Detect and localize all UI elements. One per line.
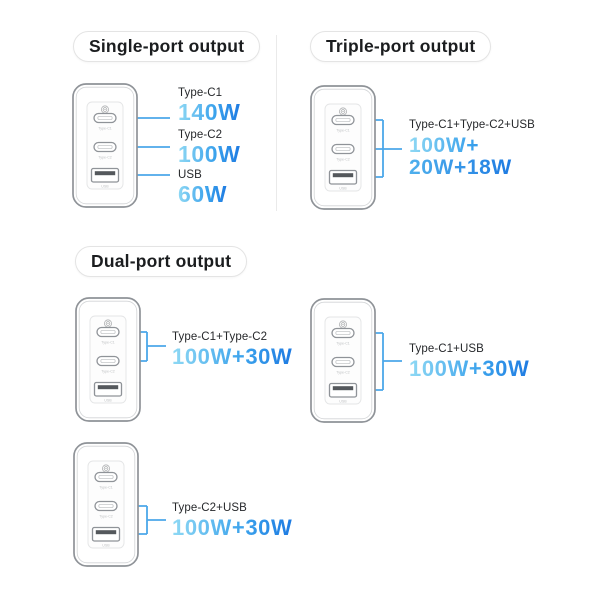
single-port-watt-usb: 60W: [178, 181, 228, 207]
triple-port-watt: 100W+ 20W+18W: [409, 135, 512, 179]
type-c1-port-label: Type-C1: [99, 486, 113, 490]
type-c1-port: [93, 112, 117, 124]
type-c1-port: [94, 471, 118, 483]
single-port-watt-c2: 100W: [178, 141, 241, 167]
type-c1-port-label: Type-C1: [101, 341, 115, 345]
charger-illustration-dual-c1usb: Type-C1 Type-C2 USB: [310, 298, 376, 423]
dual-port-watt-c1usb: 100W+30W: [409, 356, 530, 381]
charger-illustration-single: Type-C1 Type-C2 USB: [72, 83, 138, 208]
type-c1-port: [331, 114, 355, 126]
usb-a-port: [328, 382, 358, 398]
type-c2-port-label: Type-C2: [336, 371, 350, 375]
section-title-single-port: Single-port output: [73, 31, 261, 62]
charger-illustration-dual-c1c2: Type-C1 Type-C2 USB: [75, 297, 141, 422]
triple-port-watt-line1: 100W+: [409, 135, 512, 157]
type-c1-port-label: Type-C1: [336, 129, 350, 133]
type-c2-port-label: Type-C2: [99, 515, 113, 519]
usb-a-port: [90, 167, 120, 183]
section-title-triple-port: Triple-port output: [310, 31, 492, 62]
type-c2-port: [93, 141, 117, 153]
type-c2-port-label: Type-C2: [336, 158, 350, 162]
usb-a-port: [328, 169, 358, 185]
dual-port-watt-c1c2: 100W+30W: [172, 344, 293, 369]
dual-port-watt-c2usb: 100W+30W: [172, 515, 293, 540]
triple-port-combo-label: Type-C1+Type-C2+USB: [409, 119, 535, 131]
usb-port-label: USB: [339, 187, 347, 191]
type-c2-port: [96, 355, 120, 367]
type-c2-port-label: Type-C2: [101, 370, 115, 374]
type-c2-port-label: Type-C2: [98, 156, 112, 160]
dual-port-combo-label-c1usb: Type-C1+USB: [409, 343, 484, 355]
dual-port-combo-label-c2usb: Type-C2+USB: [172, 502, 247, 514]
usb-port-label: USB: [339, 400, 347, 404]
charger-illustration-dual-c2usb: Type-C1 Type-C2 USB: [73, 442, 139, 567]
usb-port-label: USB: [102, 544, 110, 548]
triple-port-watt-line2: 20W+18W: [409, 156, 512, 179]
type-c1-port: [331, 327, 355, 339]
section-divider: [276, 35, 277, 211]
usb-port-label: USB: [101, 185, 109, 189]
usb-a-port: [93, 381, 123, 397]
usb-a-port: [91, 526, 121, 542]
type-c1-port-label: Type-C1: [336, 342, 350, 346]
type-c2-port: [331, 356, 355, 368]
single-port-label-c2: Type-C2: [178, 129, 223, 141]
type-c2-port: [331, 143, 355, 155]
type-c2-port: [94, 500, 118, 512]
single-port-watt-c1: 140W: [178, 99, 241, 125]
section-title-dual-port: Dual-port output: [75, 246, 248, 277]
type-c1-port-label: Type-C1: [98, 127, 112, 131]
dual-port-combo-label-c1c2: Type-C1+Type-C2: [172, 331, 268, 343]
single-port-label-usb: USB: [178, 169, 202, 181]
usb-port-label: USB: [104, 399, 112, 403]
type-c1-port: [96, 326, 120, 338]
single-port-label-c1: Type-C1: [178, 87, 223, 99]
charger-illustration-triple: Type-C1 Type-C2 USB: [310, 85, 376, 210]
